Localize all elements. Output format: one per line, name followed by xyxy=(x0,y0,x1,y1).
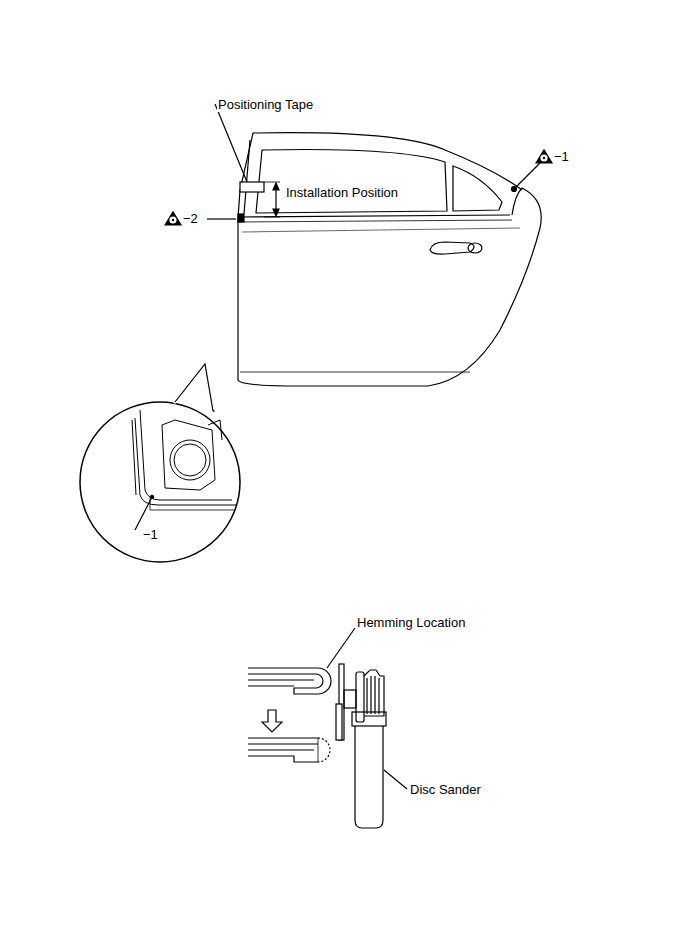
door-handle xyxy=(430,242,474,254)
detail-circle xyxy=(80,402,240,562)
triangle-symbol xyxy=(536,150,552,163)
leader-line xyxy=(215,104,247,182)
leader-line xyxy=(327,628,355,668)
part-label: Hemming Location xyxy=(356,615,466,630)
disc-sander xyxy=(336,664,386,828)
door-panel xyxy=(238,188,541,386)
window-frame xyxy=(238,133,522,218)
belt-line xyxy=(238,220,512,222)
dimension-label: Installation Position xyxy=(285,185,399,200)
point-marker xyxy=(512,187,517,192)
triangle-symbol xyxy=(165,212,181,225)
door-crease xyxy=(242,228,520,232)
callout-number: −1 xyxy=(142,527,159,542)
callout-pointer xyxy=(175,364,213,411)
leader-line xyxy=(384,770,407,789)
dimension-extension xyxy=(264,182,280,217)
leader-line xyxy=(135,499,151,530)
key-cylinder xyxy=(468,243,482,253)
hem-section xyxy=(248,738,330,762)
leader-line xyxy=(207,218,236,219)
hem-section xyxy=(248,668,331,694)
part-label: Positioning Tape xyxy=(217,97,314,112)
point-marker xyxy=(238,214,244,222)
process-arrow xyxy=(262,710,282,732)
callout-number: −2 xyxy=(182,211,199,226)
leader-line xyxy=(516,163,540,187)
arrowhead xyxy=(273,183,279,216)
door-glass xyxy=(256,150,447,214)
positioning-tape xyxy=(240,182,264,192)
callout-mask xyxy=(174,364,213,410)
detail-view xyxy=(132,410,236,510)
quarter-glass xyxy=(453,166,502,211)
callout-number: −1 xyxy=(553,149,570,164)
door-crease xyxy=(240,372,470,373)
part-label: Disc Sander xyxy=(409,782,482,797)
